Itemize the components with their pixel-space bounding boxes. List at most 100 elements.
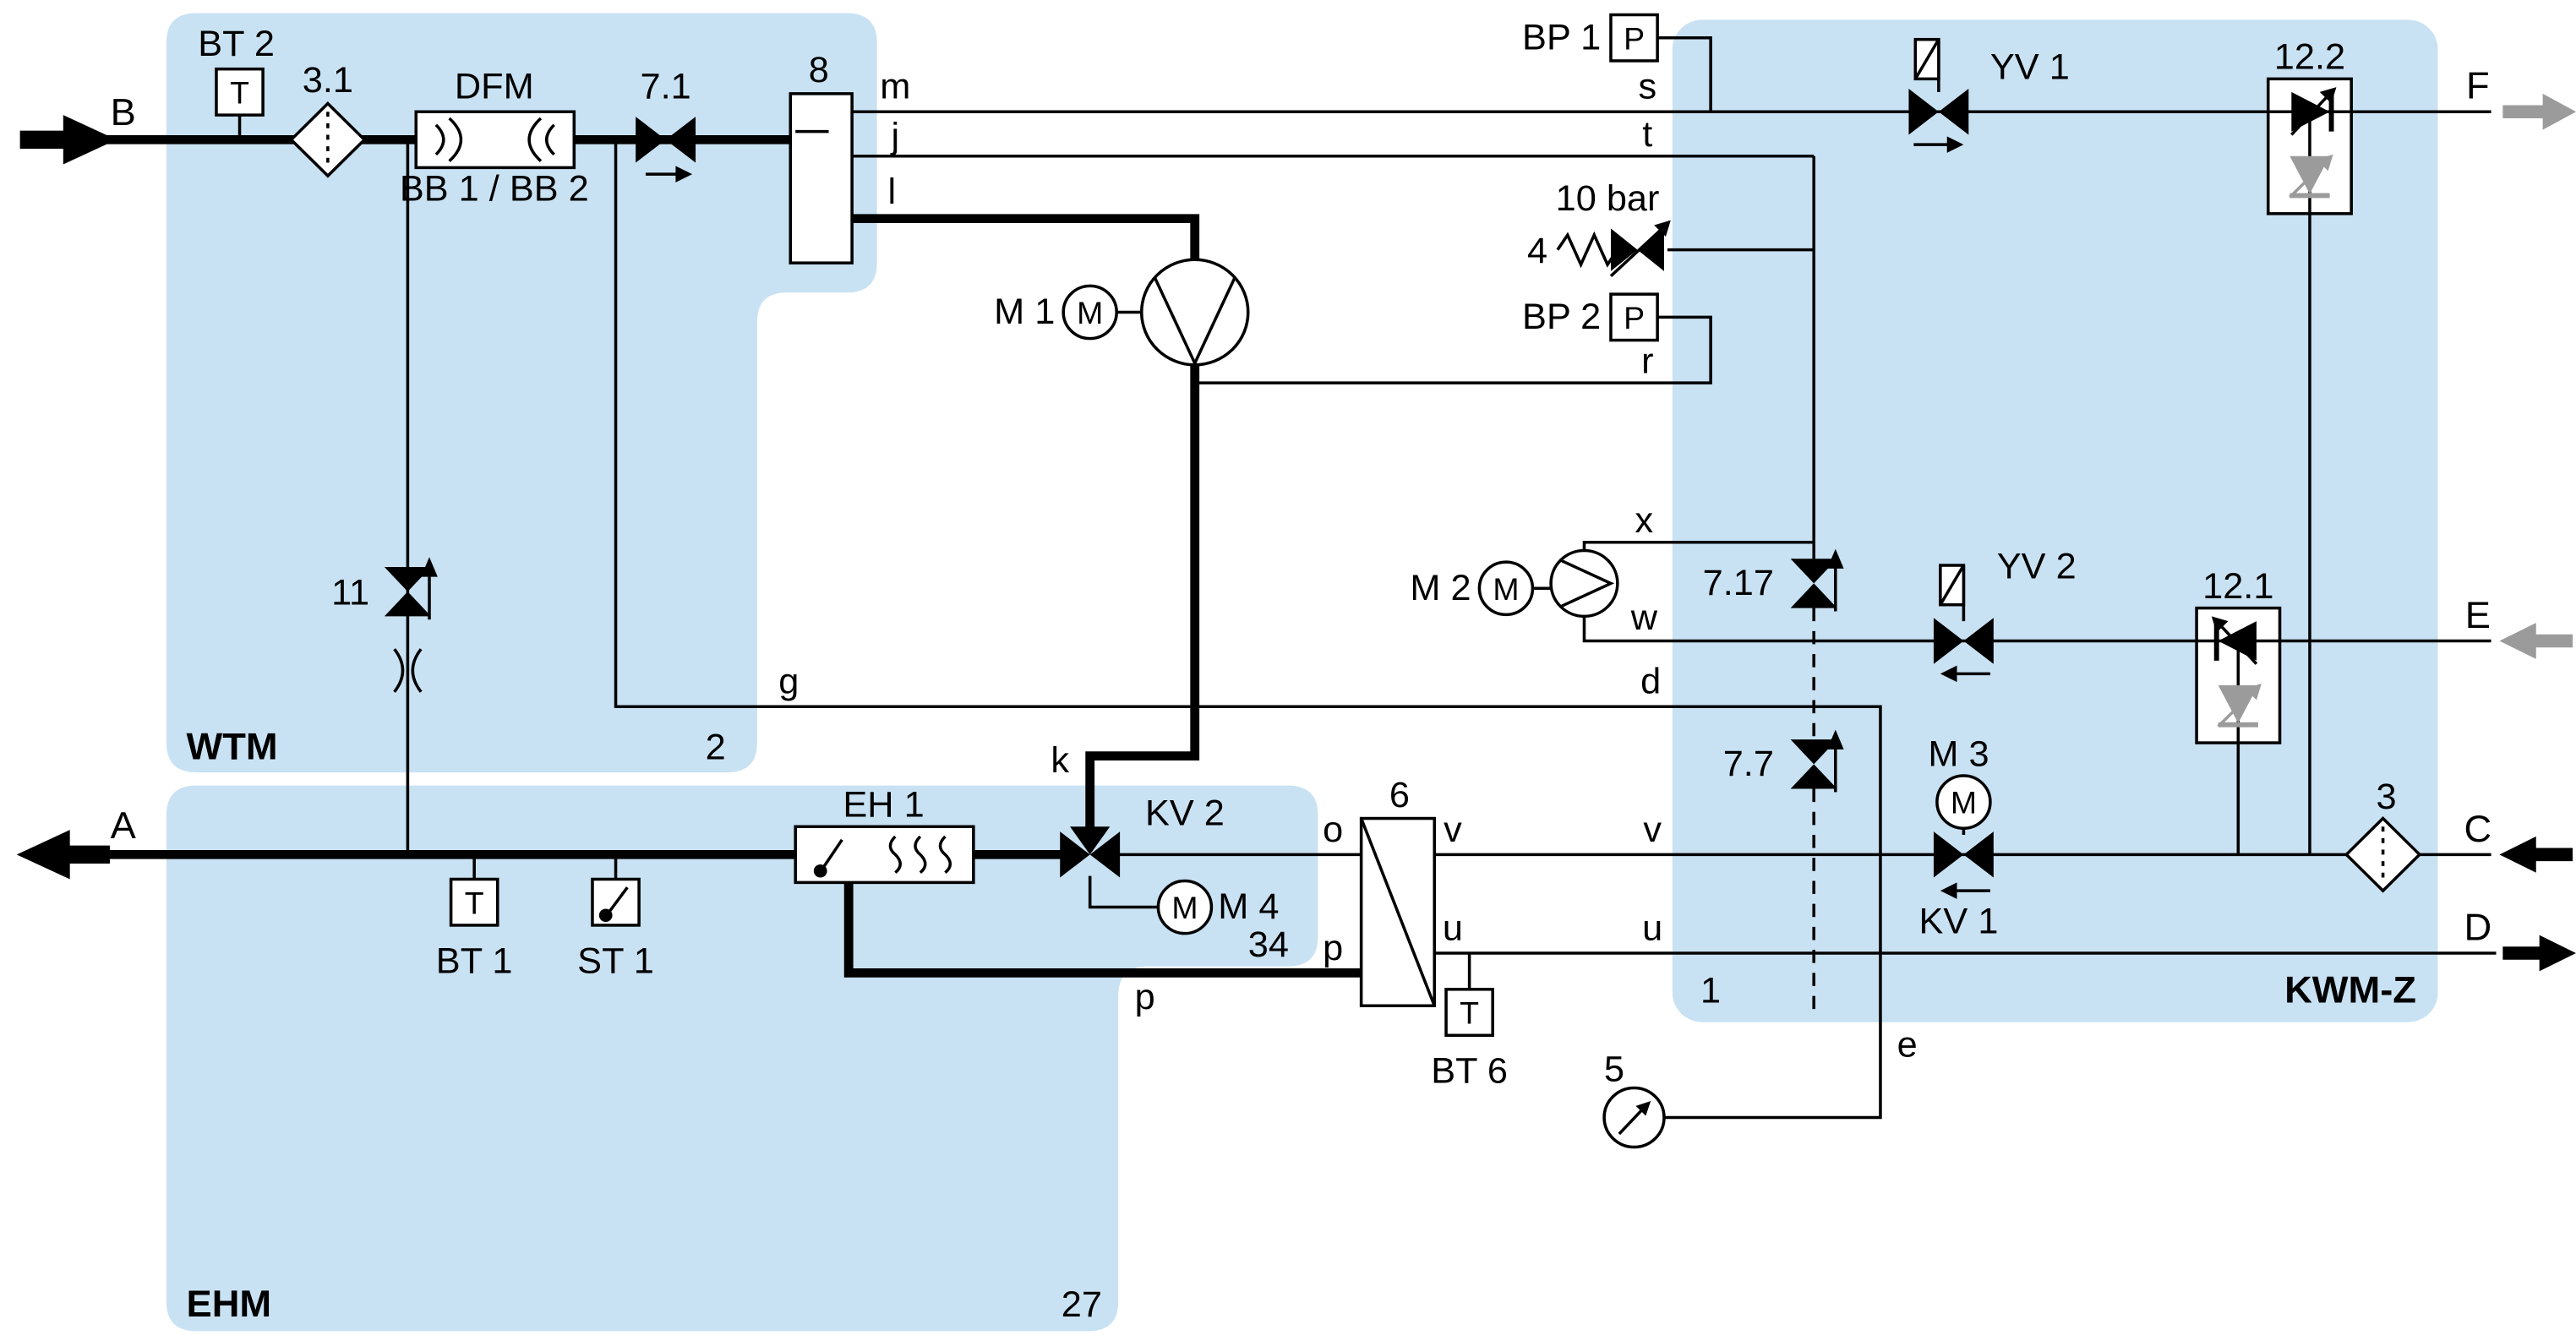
temperature-switch-st1 bbox=[591, 877, 641, 927]
node-label-p1: p bbox=[1323, 928, 1343, 968]
m2-symbol: M bbox=[1493, 571, 1519, 607]
label-filter3: 3 bbox=[2376, 777, 2396, 817]
label-kv1: KV 1 bbox=[1919, 902, 1999, 942]
region-number-wtm: 2 bbox=[706, 728, 726, 768]
node-label-j: j bbox=[889, 116, 899, 156]
label-valve77: 7.7 bbox=[1723, 744, 1774, 784]
heat-exchanger-6 bbox=[1359, 816, 1437, 1008]
node-label-m: m bbox=[880, 67, 910, 107]
motor-m4-icon bbox=[1156, 879, 1214, 935]
label-gauge5: 5 bbox=[1604, 1049, 1624, 1090]
edge-arrows bbox=[16, 93, 2576, 972]
node-label-w: w bbox=[1630, 597, 1658, 638]
flow-d-arrow-icon bbox=[2502, 935, 2576, 972]
valve-11-icon bbox=[384, 557, 438, 693]
node-label-s: s bbox=[1638, 67, 1656, 107]
flow-label-e: E bbox=[2465, 593, 2491, 636]
region-label-kwmz: KWM-Z bbox=[2284, 968, 2416, 1011]
filter-3-1-icon bbox=[289, 101, 367, 178]
temperature-sensor-bt2: T bbox=[215, 67, 265, 117]
node-label-e: e bbox=[1897, 1025, 1918, 1066]
label-eh1: EH 1 bbox=[843, 785, 924, 826]
node-label-u2: u bbox=[1642, 908, 1662, 949]
label-m4: M 4 bbox=[1218, 886, 1279, 927]
label-kv2: KV 2 bbox=[1145, 793, 1225, 834]
node-label-l: l bbox=[888, 172, 897, 212]
check-assembly-12-1-icon bbox=[2211, 616, 2262, 728]
flow-b-arrow-icon bbox=[19, 115, 117, 165]
node-label-g: g bbox=[778, 662, 799, 702]
flow-label-f: F bbox=[2466, 64, 2490, 107]
region-number-ehm: 27 bbox=[1062, 1284, 1102, 1325]
label-m3: M 3 bbox=[1928, 734, 1989, 775]
node-label-t: t bbox=[1642, 114, 1652, 155]
valve-7-1-icon bbox=[636, 117, 696, 183]
label-vessel8: 8 bbox=[809, 50, 829, 90]
temperature-sensor-bt6: T bbox=[1444, 988, 1494, 1038]
node-label-v1: v bbox=[1444, 810, 1462, 850]
label-hx6: 6 bbox=[1389, 775, 1410, 815]
pipes-thin bbox=[237, 35, 2497, 1120]
label-m4-number: 34 bbox=[1248, 924, 1289, 965]
node-label-v2: v bbox=[1643, 810, 1662, 850]
pump-m1: M bbox=[1062, 258, 1250, 367]
flow-a-arrow-icon bbox=[16, 830, 110, 880]
region-number-kwmz: 1 bbox=[1700, 971, 1721, 1011]
module-regions bbox=[166, 13, 2438, 1332]
flow-label-a: A bbox=[111, 804, 136, 847]
motor-valve-kv1: M bbox=[1933, 774, 1994, 899]
m4-symbol: M bbox=[1171, 890, 1198, 925]
label-yv1: YV 1 bbox=[1990, 47, 2070, 88]
solenoid-valve-yv2-icon bbox=[1933, 564, 1994, 683]
label-filter31: 3.1 bbox=[303, 60, 353, 101]
label-check121: 12.1 bbox=[2202, 566, 2273, 607]
node-label-p2: p bbox=[1135, 977, 1155, 1017]
labels: B A F E C D WTM 2 EHM 27 KWM-Z 1 m j l s… bbox=[111, 18, 2492, 1325]
m3-symbol: M bbox=[1951, 785, 1977, 820]
label-valve11: 11 bbox=[331, 573, 369, 613]
pressure-gauge-5-icon bbox=[1602, 1086, 1666, 1149]
label-bt2: BT 2 bbox=[198, 24, 275, 64]
label-relief4-setpoint: 10 bar bbox=[1556, 178, 1660, 219]
label-bt6: BT 6 bbox=[1431, 1051, 1508, 1092]
region-ehm bbox=[166, 785, 1318, 1332]
label-dfm-sub: BB 1 / BB 2 bbox=[400, 169, 589, 210]
label-bp2: BP 2 bbox=[1522, 297, 1601, 337]
label-st1: ST 1 bbox=[577, 941, 654, 982]
label-valve717: 7.17 bbox=[1703, 563, 1774, 603]
node-label-u1: u bbox=[1443, 908, 1463, 949]
region-kwmz bbox=[1672, 19, 2438, 1022]
relief-valve-4-icon bbox=[1556, 220, 1671, 278]
pressure-sensor-bp1: P bbox=[1609, 13, 1659, 63]
filter-3-icon bbox=[2344, 816, 2422, 893]
node-label-o: o bbox=[1323, 810, 1343, 850]
label-yv2: YV 2 bbox=[1997, 547, 2077, 587]
flow-f-arrow-icon bbox=[2502, 93, 2576, 130]
check-assembly-12-2-icon bbox=[2289, 87, 2337, 199]
node-label-d: d bbox=[1640, 662, 1661, 702]
bt6-symbol: T bbox=[1460, 995, 1479, 1031]
motor-m3-icon bbox=[1935, 774, 1992, 830]
flow-label-d: D bbox=[2464, 906, 2491, 949]
flow-meter-dfm bbox=[414, 110, 576, 170]
flow-c-arrow-icon bbox=[2499, 836, 2573, 873]
three-way-valve-kv2: M bbox=[1060, 826, 1214, 935]
motor-m1-icon bbox=[1062, 284, 1118, 341]
region-label-ehm: EHM bbox=[187, 1282, 272, 1325]
valve-7-7-icon bbox=[1790, 729, 1844, 793]
bt1-symbol: T bbox=[465, 886, 484, 921]
label-bt1: BT 1 bbox=[436, 941, 513, 982]
label-dfm: DFM bbox=[455, 67, 534, 107]
bp2-symbol: P bbox=[1624, 300, 1645, 335]
vessel-8 bbox=[789, 92, 854, 264]
node-label-x: x bbox=[1635, 500, 1654, 541]
region-label-wtm: WTM bbox=[187, 725, 278, 768]
bp1-symbol: P bbox=[1624, 21, 1645, 57]
label-relief4: 4 bbox=[1527, 231, 1547, 271]
motor-m2-icon bbox=[1477, 560, 1535, 617]
bt2-symbol: T bbox=[230, 75, 249, 111]
solenoid-valve-yv1-icon bbox=[1908, 37, 1969, 153]
node-label-k: k bbox=[1051, 740, 1069, 781]
flow-e-arrow-icon bbox=[2499, 623, 2573, 659]
